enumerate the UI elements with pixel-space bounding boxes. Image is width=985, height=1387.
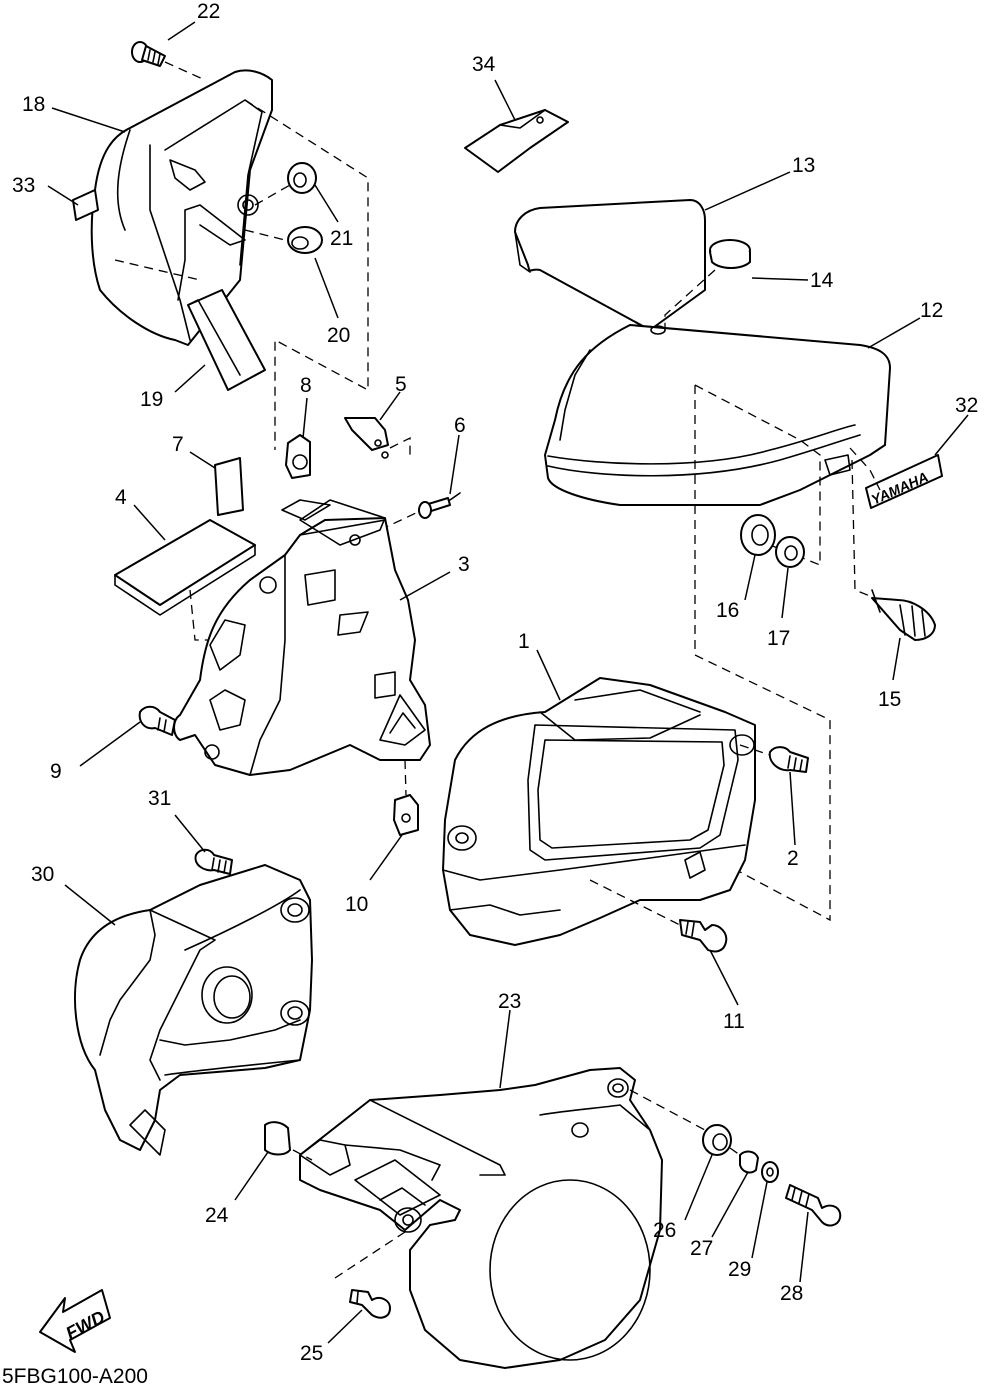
callout-26: 26 (653, 1219, 676, 1242)
drawing-code: 5FBG100-A200 (2, 1365, 148, 1387)
callout-24: 24 (205, 1204, 229, 1227)
part-8-clip[interactable] (285, 434, 311, 479)
callout-17: 17 (767, 627, 790, 650)
callout-2: 2 (787, 847, 799, 870)
part-7-pad[interactable] (214, 457, 244, 516)
callout-22: 22 (197, 0, 220, 23)
leader-lines (47, 21, 969, 1344)
callout-7: 7 (172, 433, 184, 456)
part-13-sponge-sheet[interactable] (514, 199, 706, 331)
part-22-bolt[interactable] (131, 41, 206, 81)
callout-34: 34 (472, 53, 496, 76)
callout-20: 20 (327, 324, 350, 347)
callout-31: 31 (148, 787, 171, 810)
part-4-sponge-sheet[interactable] (114, 519, 256, 641)
part-18-side-cover[interactable] (90, 69, 273, 346)
part-31-bolt[interactable] (194, 848, 233, 875)
callout-labels: 22 18 33 21 20 19 34 13 14 12 32 5 8 6 7… (12, 0, 978, 1365)
part-33-label-strip[interactable] (72, 189, 99, 221)
callout-6: 6 (454, 414, 466, 437)
part-12-side-cover[interactable] (544, 324, 891, 506)
callout-4: 4 (115, 486, 127, 509)
part-25-bolt[interactable] (334, 1231, 406, 1319)
guide-line-right-2 (694, 385, 831, 922)
part-17-collar[interactable] (775, 536, 805, 568)
callout-19: 19 (140, 388, 163, 411)
callout-1: 1 (518, 630, 530, 653)
part-14-grommet[interactable] (664, 239, 751, 330)
part-11-bolt[interactable] (589, 879, 728, 953)
callout-32: 32 (955, 394, 978, 417)
callout-3: 3 (458, 553, 470, 576)
callout-29: 29 (728, 1258, 751, 1281)
callout-28: 28 (780, 1282, 803, 1305)
callout-12: 12 (920, 299, 943, 322)
part-9-bolt[interactable] (138, 705, 176, 736)
part-16-grommet[interactable] (740, 514, 776, 556)
guide-line-15 (851, 459, 881, 601)
callout-13: 13 (792, 154, 815, 177)
part-20-grommet[interactable] (244, 226, 323, 254)
part-19-damper-block[interactable] (187, 289, 266, 391)
callout-27: 27 (690, 1237, 713, 1260)
callout-21: 21 (330, 227, 353, 250)
part-30-sprocket-cover[interactable] (74, 864, 313, 1156)
guide-line-cover (244, 99, 369, 450)
part-6-rivet[interactable] (379, 492, 461, 531)
part-23-crankcase-cover[interactable] (299, 1067, 663, 1369)
callout-16: 16 (716, 599, 739, 622)
callout-30: 30 (31, 863, 54, 886)
part-24-dowel[interactable] (264, 1121, 313, 1161)
part-3-battery-box[interactable] (173, 499, 431, 776)
part-27-collar[interactable] (729, 1147, 759, 1174)
callout-33: 33 (12, 174, 35, 197)
part-34-tab[interactable] (464, 109, 569, 173)
part-21-grommet[interactable] (254, 162, 317, 206)
callout-5: 5 (395, 373, 407, 396)
callout-15: 15 (878, 688, 901, 711)
callout-8: 8 (300, 374, 312, 397)
part-1-air-filter-case[interactable] (442, 677, 756, 946)
callout-14: 14 (810, 269, 834, 292)
callout-18: 18 (22, 93, 45, 116)
callout-9: 9 (50, 760, 62, 783)
part-29-washer[interactable] (761, 1161, 779, 1183)
callout-10: 10 (345, 893, 368, 916)
part-10-clip[interactable] (393, 759, 419, 836)
part-26-grommet[interactable] (629, 1089, 732, 1156)
callout-23: 23 (498, 990, 521, 1013)
part-2-bolt[interactable] (739, 744, 809, 773)
callout-25: 25 (300, 1342, 323, 1365)
part-28-bolt[interactable] (785, 1184, 842, 1227)
part-15-quick-fastener[interactable] (871, 589, 936, 641)
part-5-bracket[interactable] (344, 417, 411, 459)
fwd-arrow-icon: FWD (39, 1289, 111, 1353)
callout-11: 11 (723, 1010, 745, 1033)
